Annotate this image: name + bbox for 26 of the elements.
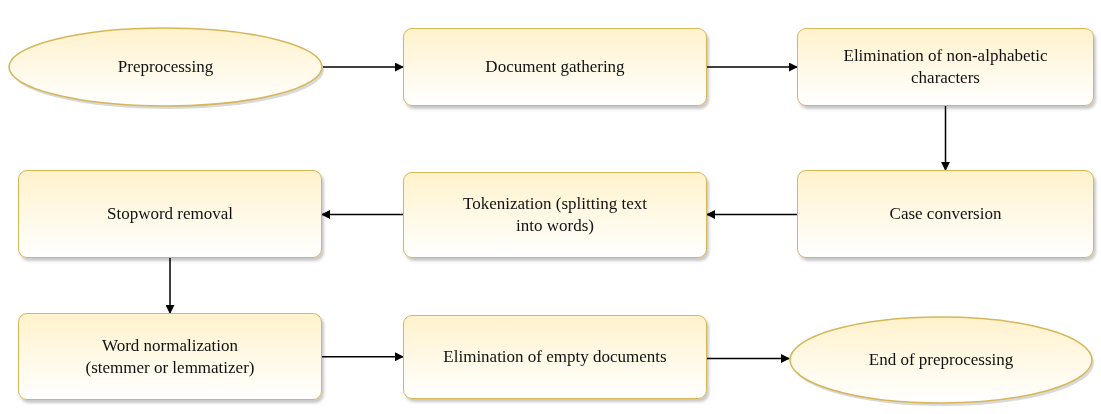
process-box <box>403 315 707 399</box>
terminal-ellipse <box>789 316 1093 404</box>
arrow <box>321 352 404 362</box>
process-box <box>403 28 707 106</box>
step-label: Stopword removal <box>106 203 234 225</box>
step-label: Document gathering <box>485 56 625 78</box>
terminal-ellipse <box>8 27 323 107</box>
process-box <box>18 313 322 400</box>
arrow <box>941 105 950 171</box>
step-label: Word normalization (stemmer or lemmatizer) <box>84 334 256 379</box>
process-box <box>18 170 322 258</box>
arrow <box>321 210 404 219</box>
arrow <box>706 210 798 219</box>
arrow <box>322 62 404 72</box>
step-label: Preprocessing <box>117 56 214 78</box>
step-label: Tokenization (splitting text into words) <box>462 193 648 237</box>
process-box <box>797 170 1094 258</box>
arrow <box>706 62 798 72</box>
process-box <box>403 172 707 258</box>
arrow <box>165 257 175 314</box>
step-label: Case conversion <box>889 203 1002 225</box>
step-label: End of preprocessing <box>868 349 1014 371</box>
step-label: Elimination of non-alphabetic characters <box>842 45 1049 89</box>
arrow <box>706 354 790 363</box>
process-box <box>797 28 1094 106</box>
step-label: Elimination of empty documents <box>443 346 667 368</box>
